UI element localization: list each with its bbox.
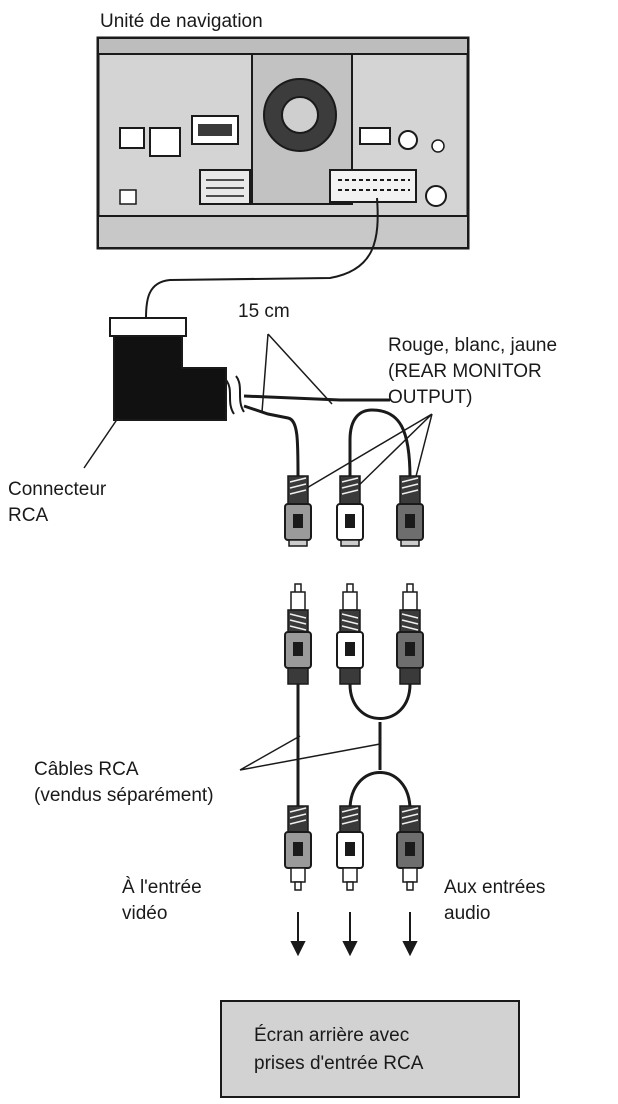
- colors-label-line1: Rouge, blanc, jaune: [388, 335, 558, 356]
- lower-plugs: [284, 805, 424, 891]
- middle-plug-white: [336, 583, 364, 685]
- cables-label-line2: (vendus séparément): [34, 785, 214, 806]
- middle-plug-red: [396, 583, 424, 685]
- nav-unit-label: Unité de navigation: [100, 11, 263, 32]
- arrow-down-icon: [342, 941, 358, 957]
- down-arrows: [290, 912, 418, 957]
- arrow-down-icon: [402, 941, 418, 957]
- length-leader: [261, 333, 333, 413]
- upper-plug-yellow: [284, 475, 312, 547]
- middle-plug-yellow: [284, 583, 312, 685]
- rca-connector: [109, 317, 245, 421]
- connector-label-line1: Connecteur: [8, 479, 107, 500]
- upper-plug-red: [396, 475, 424, 547]
- output-wires: [243, 394, 412, 479]
- colors-label-line3: OUTPUT): [388, 387, 473, 408]
- upper-plug-white: [336, 475, 364, 547]
- lower-plug-white: [336, 805, 364, 891]
- rear-screen-line1: Écran arrière avec: [254, 1025, 410, 1046]
- audio-input-label-line2: audio: [444, 903, 491, 924]
- video-input-label-line1: À l'entrée: [122, 877, 202, 898]
- cables-leader: [239, 735, 381, 771]
- upper-plugs: [284, 475, 424, 547]
- connector-leader: [83, 417, 119, 469]
- length-label: 15 cm: [238, 301, 290, 322]
- lower-plug-yellow: [284, 805, 312, 891]
- colors-label-line2: (REAR MONITOR: [388, 361, 542, 382]
- rear-screen: Écran arrière avec prises d'entrée RCA: [220, 1000, 520, 1098]
- rear-screen-line2: prises d'entrée RCA: [254, 1053, 424, 1074]
- rca-cables: [296, 683, 412, 811]
- connector-label-line2: RCA: [8, 505, 49, 526]
- audio-input-label-line1: Aux entrées: [444, 877, 546, 898]
- lower-plug-red: [396, 805, 424, 891]
- video-input-label-line2: vidéo: [122, 903, 168, 924]
- cables-label-line1: Câbles RCA: [34, 759, 139, 780]
- navigation-unit: [96, 36, 470, 250]
- arrow-down-icon: [290, 941, 306, 957]
- unit-cable: [145, 197, 379, 319]
- middle-plugs: [284, 583, 424, 685]
- rear-screen-label: Écran arrière avec prises d'entrée RCA: [254, 1022, 423, 1078]
